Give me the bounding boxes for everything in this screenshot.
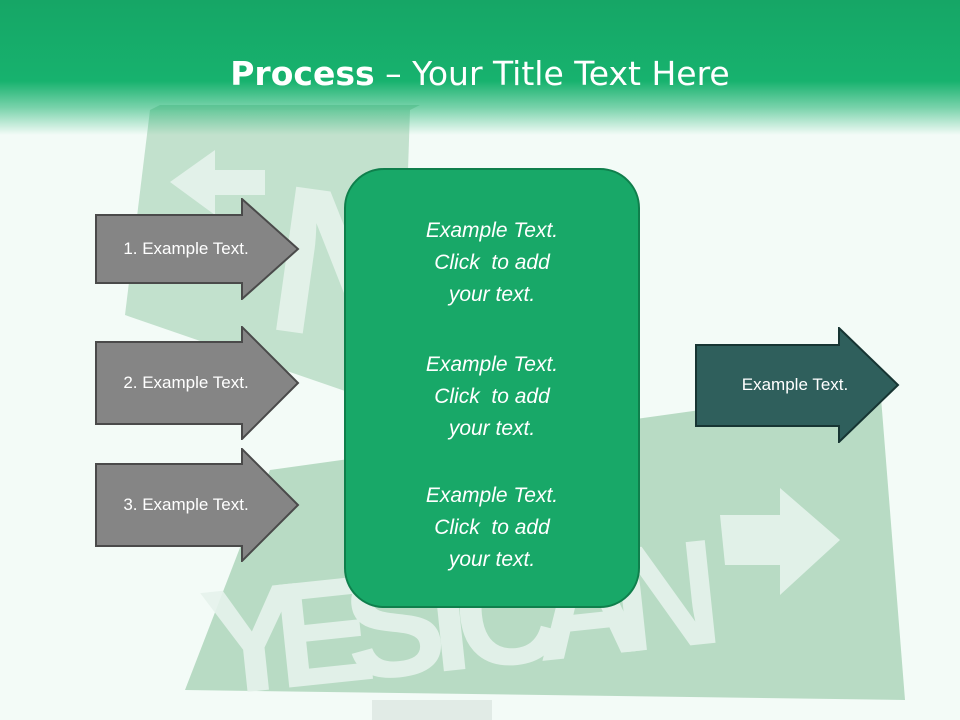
right-arrow[interactable]: Example Text. [695,327,900,443]
block-line: Click to add [434,251,550,274]
arrow-shape-icon [95,198,300,300]
left-arrow-2-label: 2. Example Text. [123,373,249,392]
block-line: your text. [448,283,536,306]
right-arrow-label: Example Text. [741,375,849,394]
center-text-block-1: Example Text. Click to add your text. [346,215,638,311]
block-line: Example Text. [425,219,559,242]
block-line: Click to add [434,385,550,408]
block-line: Click to add [434,516,550,539]
arrow-shape-icon [95,326,300,440]
arrow-shape-icon [95,448,300,562]
block-line: Example Text. [425,484,559,507]
slide-title-bold: Process [230,54,375,93]
left-arrow-1-label: 1. Example Text. [123,239,249,258]
left-arrow-3-label: 3. Example Text. [123,495,249,514]
center-text-block-3: Example Text. Click to add your text. [346,480,638,576]
title-bar: Process – Your Title Text Here [0,0,960,135]
block-line: your text. [448,548,536,571]
slide-title: Process – Your Title Text Here [0,52,960,96]
center-text-box[interactable]: Example Text. Click to add your text. Ex… [344,168,640,608]
block-line: your text. [448,417,536,440]
left-arrow-3[interactable]: 3. Example Text. [95,448,300,562]
left-arrow-1[interactable]: 1. Example Text. [95,198,300,300]
slide-title-rest: – Your Title Text Here [374,54,730,93]
center-text-block-2: Example Text. Click to add your text. [346,349,638,445]
left-arrow-2[interactable]: 2. Example Text. [95,326,300,440]
arrow-shape-icon [695,327,900,443]
block-line: Example Text. [425,353,559,376]
